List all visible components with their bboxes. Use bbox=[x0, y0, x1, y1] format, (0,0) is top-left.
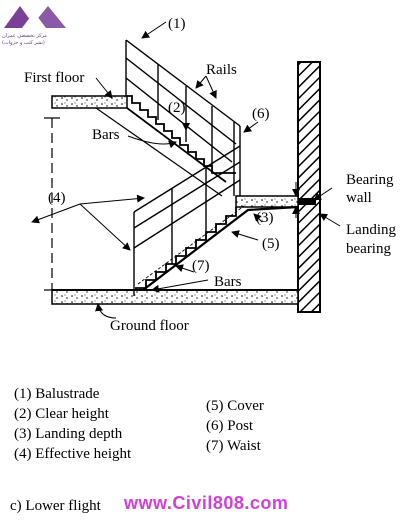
first-floor-slab bbox=[51, 95, 128, 109]
logo-text-line2: (ﻧﺸﺮ ﻛﺘﺐ و ﺟﺰوات) bbox=[2, 40, 45, 46]
legend-item: (7) Waist bbox=[206, 438, 261, 454]
leader-lines bbox=[31, 21, 341, 319]
label-n3: (3) bbox=[256, 210, 274, 226]
label-bearing: Bearing bbox=[346, 172, 394, 188]
label-landing: Landing bbox=[346, 222, 396, 238]
label-rails: Rails bbox=[206, 62, 237, 78]
effective-height-dimension bbox=[44, 117, 60, 291]
label-wall: wall bbox=[346, 190, 372, 206]
legend-item: (5) Cover bbox=[206, 398, 264, 414]
legend-item: (1) Balustrade bbox=[14, 386, 100, 402]
legend-item: (3) Landing depth bbox=[14, 426, 123, 442]
label-landing-bearing: bearing bbox=[346, 241, 391, 257]
ground-floor-slab bbox=[51, 289, 299, 305]
label-n6: (6) bbox=[252, 106, 270, 122]
label-n7: (7) bbox=[192, 258, 210, 274]
legend-item: (2) Clear height bbox=[14, 406, 109, 422]
lower-balustrade bbox=[133, 145, 241, 296]
label-n2: (2) bbox=[168, 100, 186, 116]
label-ground-floor: Ground floor bbox=[110, 318, 189, 334]
intermediate-landing bbox=[235, 195, 316, 208]
legend-item: (4) Effective height bbox=[14, 446, 132, 462]
logo-mark-gap bbox=[22, 12, 46, 28]
legend-left: (1) Balustrade (2) Clear height (3) Land… bbox=[14, 384, 131, 464]
watermark: www.Civil808.com bbox=[124, 493, 289, 513]
bearing-wall bbox=[297, 61, 321, 313]
figure-caption: c) Lower flight bbox=[10, 498, 101, 514]
logo bbox=[4, 6, 66, 28]
label-n1: (1) bbox=[168, 16, 186, 32]
label-bars-bottom: Bars bbox=[214, 274, 242, 290]
label-n4: (4) bbox=[48, 190, 66, 206]
legend-right: (5) Cover (6) Post (7) Waist bbox=[206, 396, 264, 456]
label-first-floor: First floor bbox=[24, 70, 84, 86]
lower-flight bbox=[129, 205, 299, 301]
legend-item: (6) Post bbox=[206, 418, 254, 434]
upper-flight bbox=[95, 95, 236, 197]
label-n5: (5) bbox=[262, 236, 280, 252]
logo-text-line1: ﻣﺮﻛﺰ ﺗﺨﺼﺼﻲ ﻋﻤﺮان bbox=[2, 33, 47, 39]
label-bars-top: Bars bbox=[92, 127, 120, 143]
